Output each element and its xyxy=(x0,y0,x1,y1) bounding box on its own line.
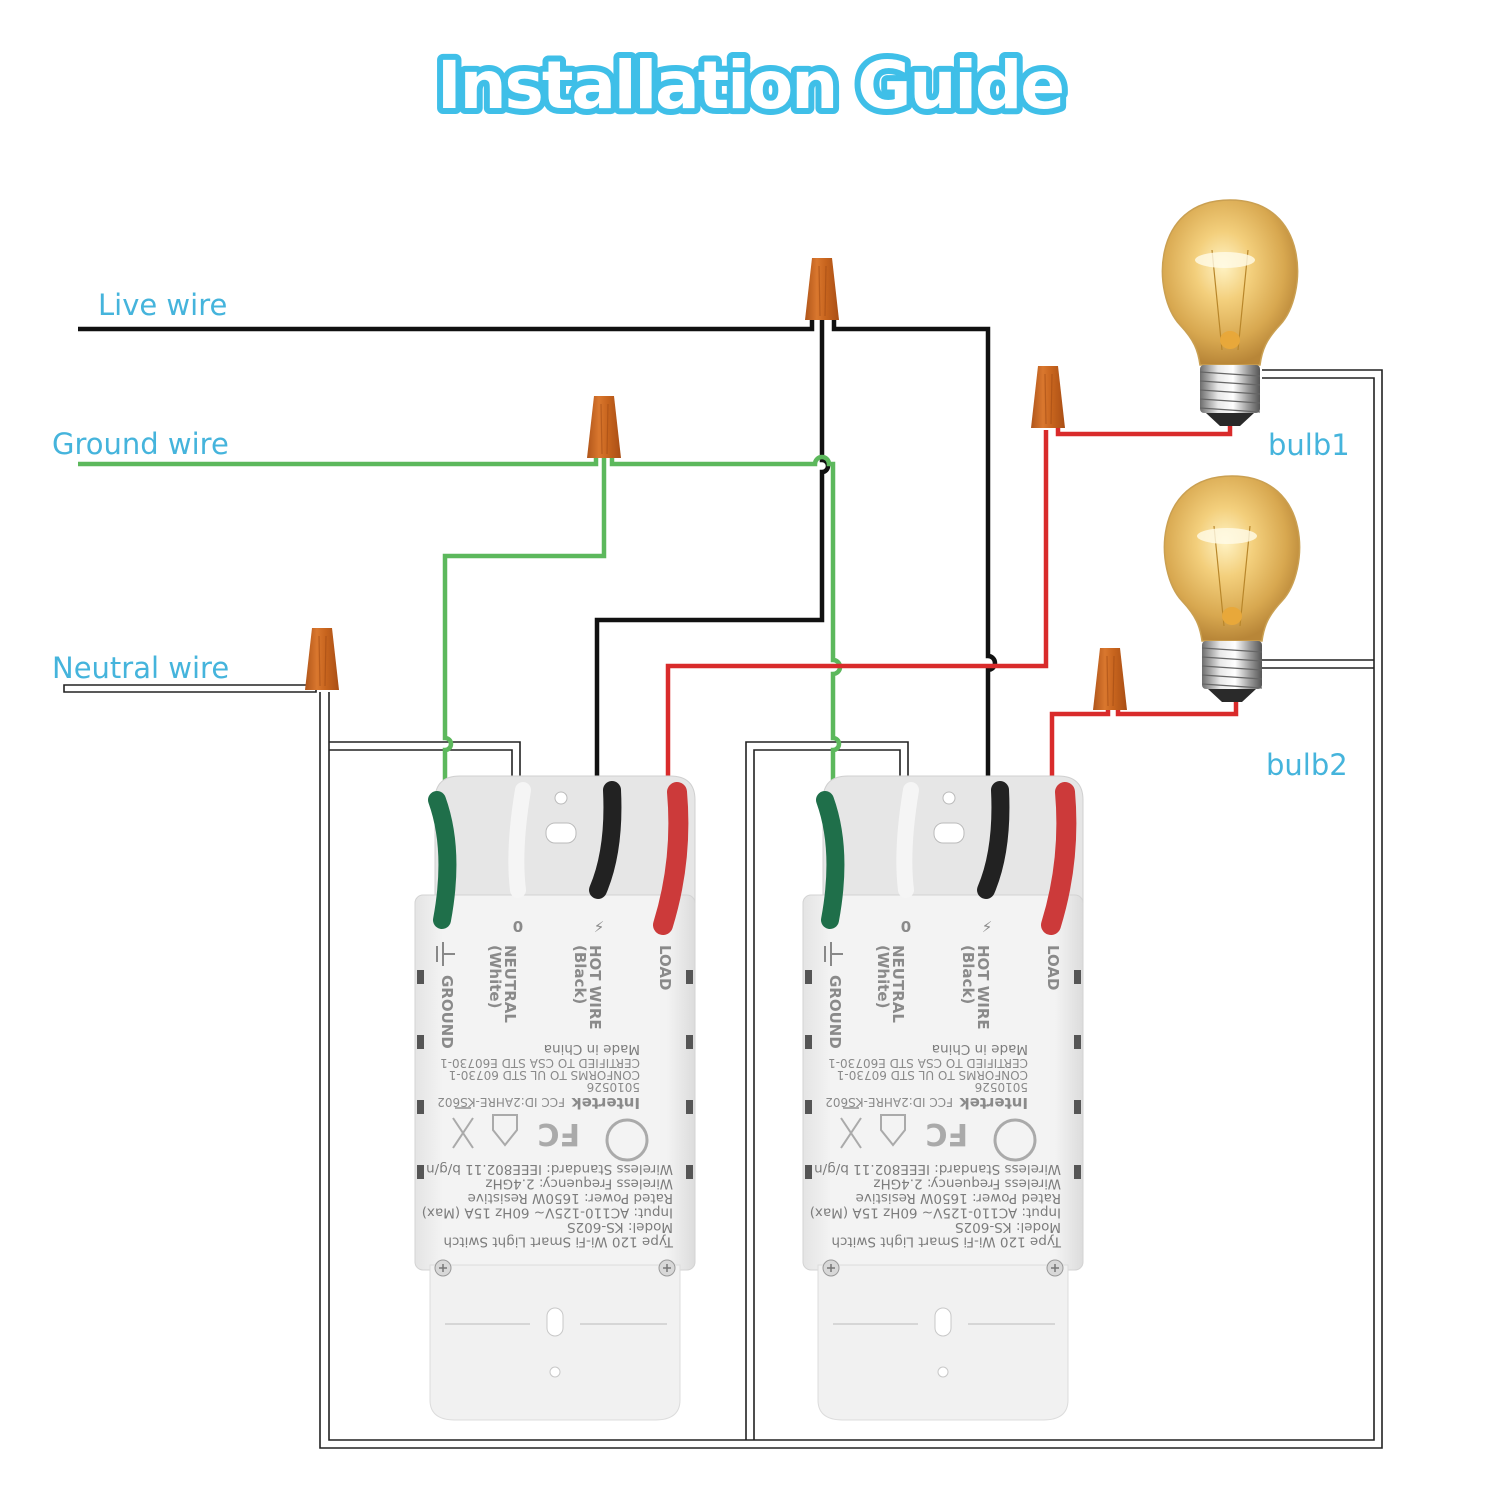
ground-terminal-label: GROUND xyxy=(438,975,456,1049)
live-wire-incoming xyxy=(78,320,815,332)
ground-to-switch1 xyxy=(442,458,607,900)
load-lead xyxy=(1041,782,1077,935)
wire-nut-icon xyxy=(1031,366,1065,428)
wire-nut-icon xyxy=(805,258,839,320)
neutral-symbol: 0 xyxy=(513,918,523,936)
ground-symbol-icon xyxy=(436,942,455,966)
neutral-lead xyxy=(896,782,919,898)
hot-terminal-label: HOT WIRE xyxy=(974,945,992,1030)
neutral-lead xyxy=(508,782,531,898)
spec-line: Wireless Frequency: 2.4GHz xyxy=(873,1176,1061,1192)
fcc-logo-icon: FC xyxy=(925,1116,968,1151)
spec-line: Type 120 Wi-Fi Smart Light Switch xyxy=(443,1234,674,1250)
spec-line: Wireless Standard: IEEE802.11 b/g/n xyxy=(426,1161,673,1177)
fcc-logo-icon: FC xyxy=(537,1116,580,1151)
cert-line: 5010526 xyxy=(587,1080,640,1094)
page-title: Installation Guide xyxy=(437,47,1063,124)
spec-line: Model: KS-602S xyxy=(567,1219,673,1235)
neutral-terminal-label: NEUTRAL xyxy=(889,945,907,1023)
ground-wire-incoming xyxy=(78,458,599,467)
weee-bin-icon xyxy=(452,1107,474,1149)
hot-terminal-label: HOT WIRE xyxy=(586,945,604,1030)
load-terminal-label: LOAD xyxy=(656,945,674,990)
recycle-arrow-icon xyxy=(880,1114,906,1147)
neutral-terminal-label: NEUTRAL xyxy=(501,945,519,1023)
neutral-terminal-sublabel: (White) xyxy=(874,945,892,1008)
wire-nut-icon xyxy=(305,628,339,690)
cert-line: CONFORMS TO UL STD 60730-1 xyxy=(837,1068,1028,1082)
ground-symbol-icon xyxy=(824,942,843,966)
wire-nuts xyxy=(305,258,1127,710)
spec-line: Input: AC110-125V~ 60Hz 15A (Max) xyxy=(422,1205,673,1221)
load-lead xyxy=(653,782,689,935)
made-in-text: Made in China xyxy=(544,1041,640,1057)
ground-wire-label: Ground wire xyxy=(52,427,229,461)
made-in-text: Made in China xyxy=(932,1041,1028,1057)
spec-line: Model: KS-602S xyxy=(955,1219,1061,1235)
smart-switch-2: 0 ⚡ GROUND NEUTRAL(White) HOT WIRE(Black) LOA… xyxy=(802,775,1084,1421)
recycle-arrow-icon xyxy=(492,1114,518,1147)
spec-line: Rated Power: 1650W Resistive xyxy=(856,1190,1061,1206)
live-to-switch2 xyxy=(831,320,998,890)
intertek-text: Intertek xyxy=(959,1094,1028,1112)
fcc-id-text: FCC ID:2AHRE-KS602 xyxy=(825,1095,953,1109)
live-to-switch1 xyxy=(594,318,831,890)
neutral-wire-incoming xyxy=(63,684,317,693)
hot-symbol: ⚡ xyxy=(594,918,605,936)
spec-line: Wireless Frequency: 2.4GHz xyxy=(485,1176,673,1192)
smart-switch-1: 0 ⚡ GROUND NEUTRAL(White) HOT WIRE(Black) LOA… xyxy=(414,775,696,1421)
cert-line: CONFORMS TO UL STD 60730-1 xyxy=(449,1068,640,1082)
load-terminal-label: LOAD xyxy=(1044,945,1062,990)
live-wire-label: Live wire xyxy=(98,288,227,322)
neutral-loop-outer xyxy=(319,369,1383,1449)
intertek-text: Intertek xyxy=(571,1094,640,1112)
ground-lead xyxy=(816,791,845,929)
neutral-symbol: 0 xyxy=(901,918,911,936)
spec-line: Type 120 Wi-Fi Smart Light Switch xyxy=(831,1234,1062,1250)
hot-lead xyxy=(977,781,1010,899)
bulb1-label: bulb1 xyxy=(1268,428,1350,462)
weee-bin-icon xyxy=(840,1107,862,1149)
hot-lead xyxy=(589,781,622,899)
live-wires xyxy=(78,318,998,890)
hot-symbol: ⚡ xyxy=(982,918,993,936)
bulb2-icon xyxy=(1163,475,1301,702)
neutral-terminal-sublabel: (White) xyxy=(486,945,504,1008)
cert-line: CERTIFIED TO CSA STD E60730-1 xyxy=(440,1056,640,1070)
spec-line: Rated Power: 1650W Resistive xyxy=(468,1190,673,1206)
wire-nut-icon xyxy=(1093,648,1127,710)
ground-lead xyxy=(428,791,457,929)
neutral-wire-label: Neutral wire xyxy=(52,651,229,685)
fcc-id-text: FCC ID:2AHRE-KS602 xyxy=(437,1095,565,1109)
cert-line: CERTIFIED TO CSA STD E60730-1 xyxy=(828,1056,1028,1070)
spec-line: Wireless Standard: IEEE802.11 b/g/n xyxy=(814,1161,1061,1177)
neutral-loop-inner xyxy=(328,377,1375,1441)
ground-terminal-label: GROUND xyxy=(826,975,844,1049)
bulb1-icon xyxy=(1161,199,1299,426)
load-bulb2 xyxy=(1115,700,1239,717)
hot-terminal-sublabel: (Black) xyxy=(959,945,977,1004)
cert-line: 5010526 xyxy=(975,1080,1028,1094)
load-bulb1 xyxy=(1055,420,1233,437)
hot-terminal-sublabel: (Black) xyxy=(571,945,589,1004)
bulbs xyxy=(1161,199,1301,702)
etl-mark-icon xyxy=(605,1118,649,1162)
etl-mark-icon xyxy=(993,1118,1037,1162)
bulb2-label: bulb2 xyxy=(1266,748,1348,782)
spec-line: Input: AC110-125V~ 60Hz 15A (Max) xyxy=(810,1205,1061,1221)
wire-nut-icon xyxy=(587,396,621,458)
